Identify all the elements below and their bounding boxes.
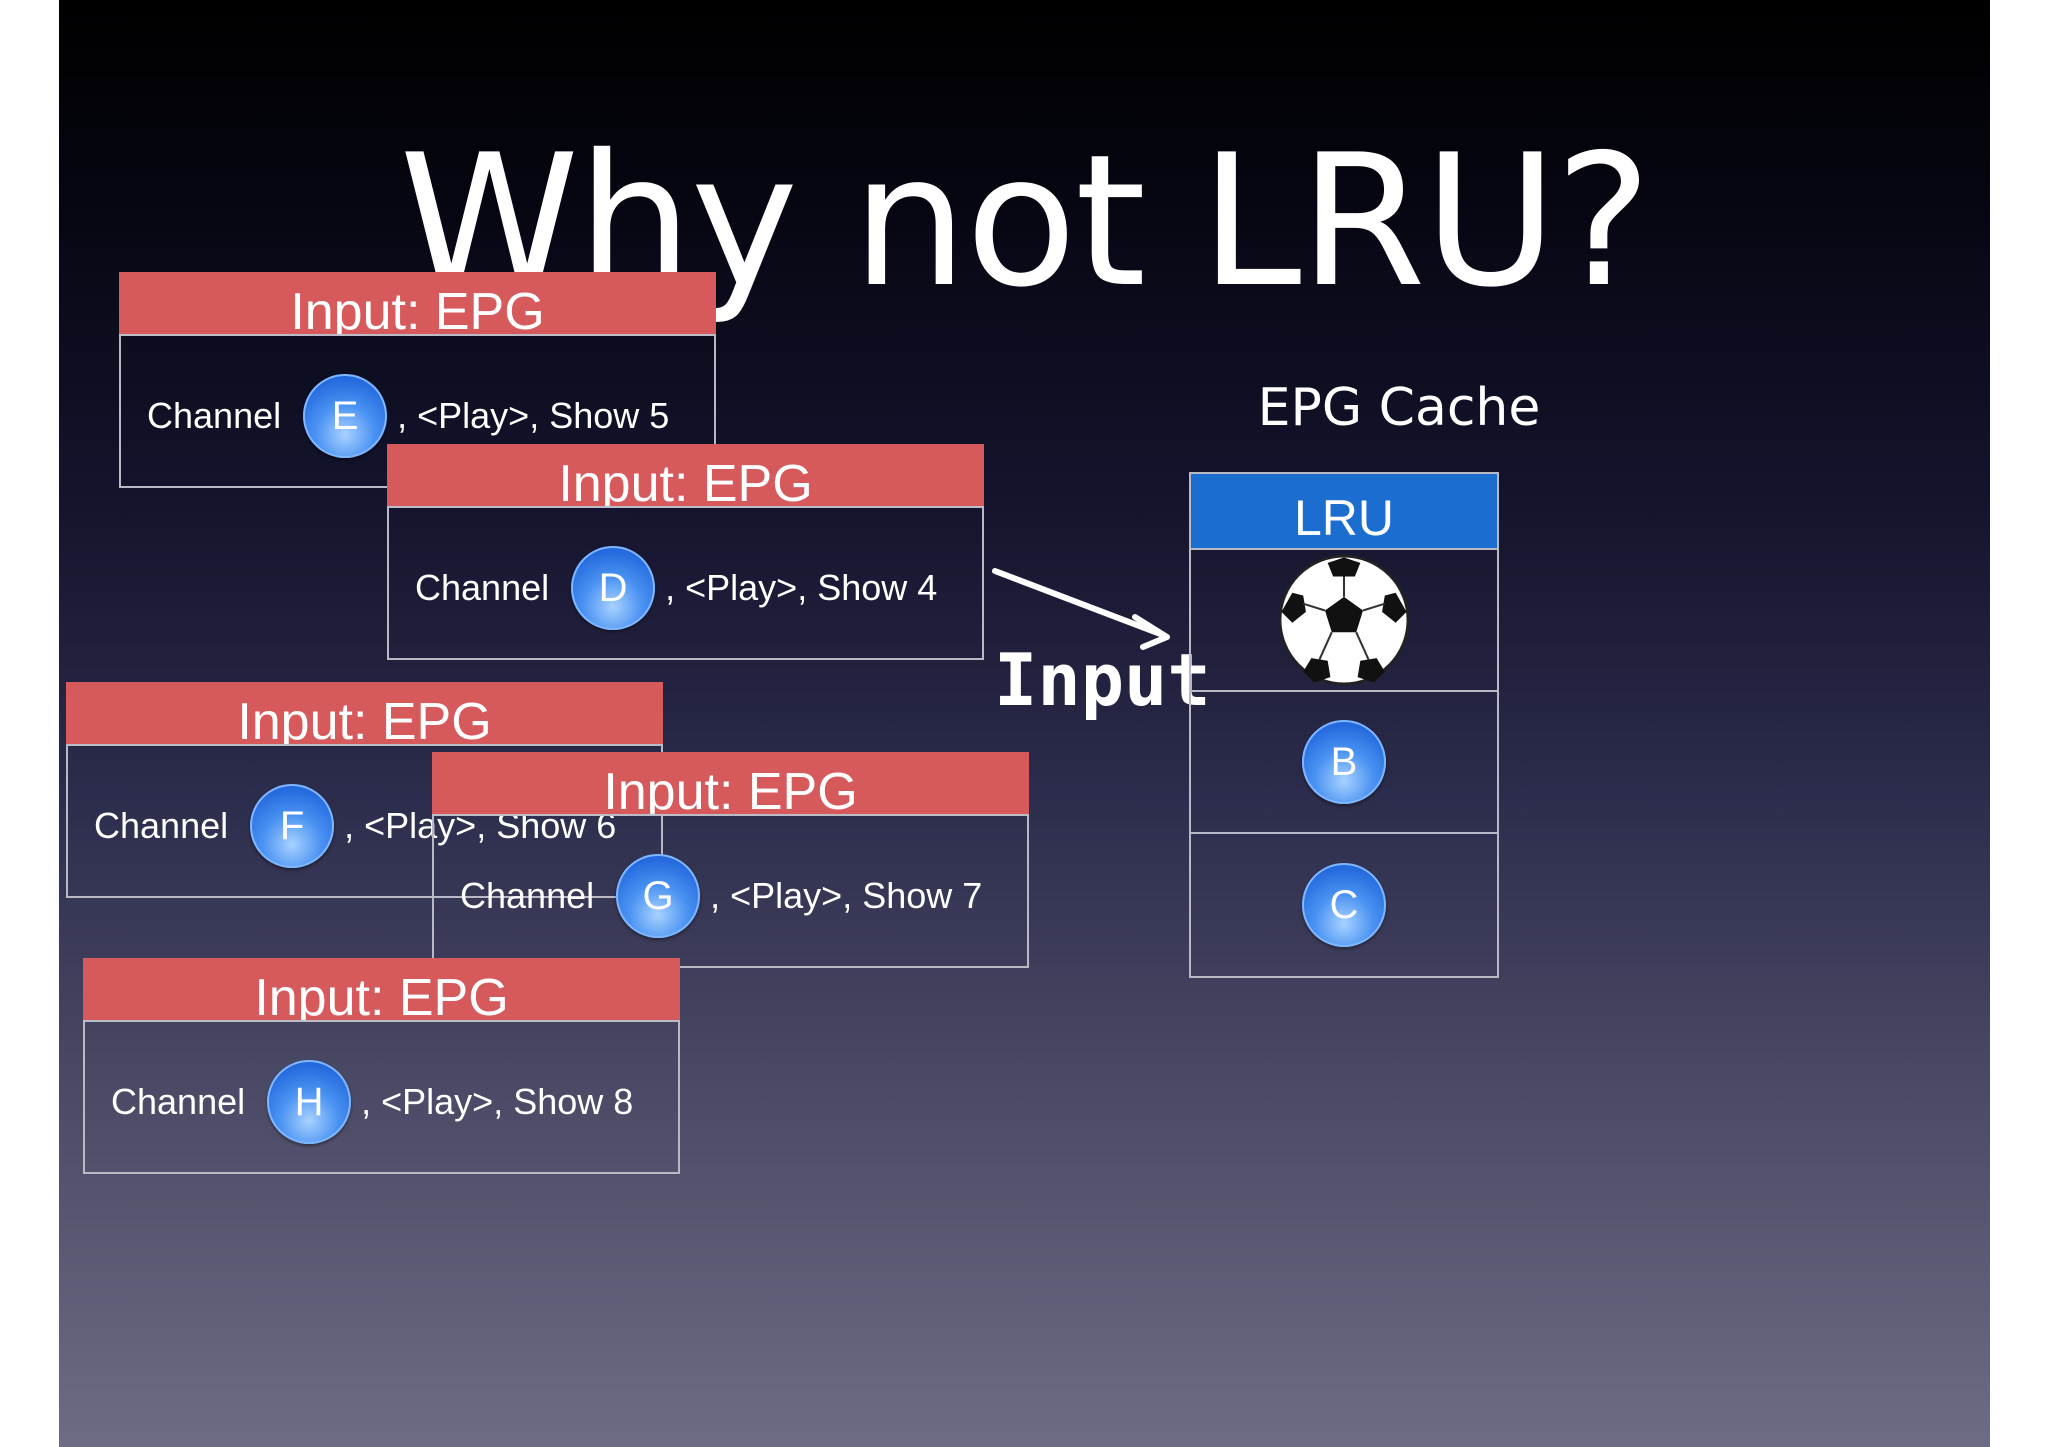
epg-card-e: Input: EPG Channel E , <Play>, Show 5 xyxy=(119,272,716,488)
card-header: Input: EPG xyxy=(66,682,663,746)
channel-label: Channel xyxy=(94,805,229,846)
cache-slot-3: C xyxy=(1191,834,1497,976)
soccer-ball-icon xyxy=(1278,554,1410,686)
card-header: Input: EPG xyxy=(119,272,716,336)
cache-item-badge: C xyxy=(1302,863,1386,947)
channel-label: Channel xyxy=(460,875,595,916)
channel-badge: H xyxy=(267,1060,352,1144)
card-rest-text: , <Play>, Show 8 xyxy=(361,1081,634,1122)
card-row: Channel D , <Play>, Show 4 xyxy=(415,546,937,630)
channel-label: Channel xyxy=(415,567,550,608)
channel-badge: G xyxy=(616,854,701,938)
cache-title: EPG Cache xyxy=(1257,378,1541,438)
card-row: Channel G , <Play>, Show 7 xyxy=(460,854,982,938)
card-header: Input: EPG xyxy=(387,444,984,508)
slide: Why not LRU? Input: EPG Channel E , <Pla… xyxy=(59,0,1990,1447)
epg-card-d: Input: EPG Channel D , <Play>, Show 4 xyxy=(387,444,984,660)
card-rest-text: , <Play>, Show 7 xyxy=(710,875,983,916)
card-header: Input: EPG xyxy=(432,752,1029,816)
input-arrow-icon xyxy=(992,568,1170,650)
card-header: Input: EPG xyxy=(83,958,680,1022)
card-row: Channel F , <Play>, Show 6 xyxy=(94,784,616,868)
card-row: Channel H , <Play>, Show 8 xyxy=(111,1060,633,1144)
channel-label: Channel xyxy=(111,1081,246,1122)
channel-badge: E xyxy=(303,374,388,458)
channel-badge: F xyxy=(250,784,335,868)
cache-policy-header: LRU xyxy=(1191,474,1497,550)
epg-card-g: Input: EPG Channel G , <Play>, Show 7 xyxy=(432,752,1029,968)
arrow-label: Input xyxy=(994,638,1211,722)
card-row: Channel E , <Play>, Show 5 xyxy=(147,374,669,458)
cache-slot-1 xyxy=(1191,550,1497,692)
card-rest-text: , <Play>, Show 4 xyxy=(665,567,938,608)
lru-cache: LRU B C xyxy=(1189,472,1499,978)
card-rest-text: , <Play>, Show 5 xyxy=(397,395,670,436)
epg-card-h: Input: EPG Channel H , <Play>, Show 8 xyxy=(83,958,680,1174)
channel-label: Channel xyxy=(147,395,282,436)
channel-badge: D xyxy=(571,546,656,630)
epg-card-f: Input: EPG Channel F , <Play>, Show 6 xyxy=(66,682,663,898)
cache-item-badge: B xyxy=(1302,720,1386,804)
cache-slot-2: B xyxy=(1191,692,1497,834)
